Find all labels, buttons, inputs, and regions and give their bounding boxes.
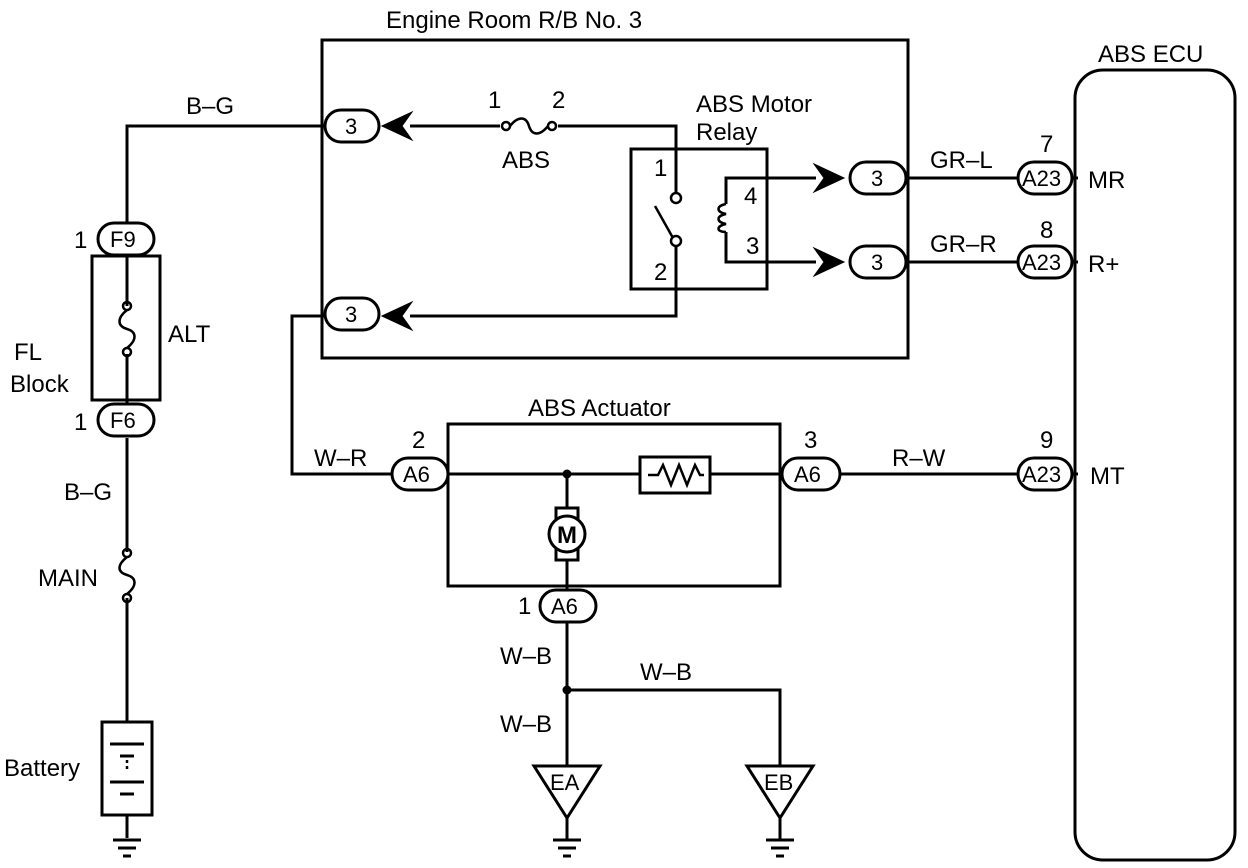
battery-label: Battery [4,755,80,782]
ecu-connector-rplus: 8 A23 R+ [1016,217,1119,280]
abs-fuse-pin2: 2 [552,87,565,114]
rb-connector-mid: 3 [323,296,414,332]
abs-fuse-pin1: 1 [488,87,501,114]
svg-text:A23: A23 [1022,250,1061,275]
a6-connector-bottom: 1 A6 [518,588,598,624]
rb-connector-top: 3 [323,108,414,144]
engine-room-rb-title: Engine Room R/B No. 3 [386,7,642,34]
main-fuse-label: MAIN [38,565,98,592]
fl-block: FL Block ALT [10,254,211,402]
f9-pin: 1 [74,227,87,254]
ecu-connector-mr: 7 A23 MR [1016,131,1125,196]
ecu-connector-mt: 9 A23 MT [1016,427,1125,492]
svg-text:3: 3 [871,250,883,275]
svg-text:3: 3 [345,302,357,327]
relay-pin4: 4 [744,183,757,210]
svg-text:3: 3 [345,114,357,139]
battery-icon: Battery [4,720,154,817]
wire-bg-top: B–G [186,93,234,120]
wire-gr-r: GR–R [930,231,997,258]
a6-connector-right: 3 A6 [780,427,842,492]
svg-text:A23: A23 [1022,462,1061,487]
wire-w-b-2: W–B [640,659,692,686]
terminal-rplus: R+ [1088,251,1119,278]
splice-actuator [562,469,572,479]
engine-room-rb-box [320,38,910,360]
abs-actuator-title: ABS Actuator [528,395,671,422]
relay-pin3: 3 [746,233,759,260]
resistor-icon [638,455,712,495]
wire-bg-lower: B–G [64,479,112,506]
abs-ecu-title: ABS ECU [1098,41,1203,68]
relay-title-line2: Relay [696,119,757,146]
motor-icon: M [547,506,587,562]
svg-text:F9: F9 [110,227,136,252]
a6-pin2: 2 [412,427,425,454]
wire-w-b-3: W–B [500,711,552,738]
svg-text:A6: A6 [403,462,430,487]
abs-actuator-box [446,422,782,588]
wires [125,124,1078,840]
svg-text:EB: EB [764,770,793,795]
svg-text:M: M [557,522,577,549]
abs-fuse: 1 2 ABS [488,87,565,174]
abs-fuse-label: ABS [502,147,550,174]
wire-w-b-1: W–B [500,643,552,670]
relay-pin2: 2 [654,259,667,286]
a6-pin1: 1 [518,593,531,620]
abs-ecu-box [1073,68,1237,862]
f6-pin: 1 [74,409,87,436]
relay-title-line1: ABS Motor [696,91,812,118]
svg-text:F6: F6 [110,408,136,433]
fl-block-label-2: Block [10,371,70,398]
wire-gr-l: GR–L [930,147,993,174]
svg-text:A6: A6 [794,462,821,487]
relay-pin1: 1 [654,155,667,182]
terminal-mr: MR [1088,167,1125,194]
svg-text:A23: A23 [1022,166,1061,191]
wire-w-r: W–R [314,445,367,472]
splice-ground [562,685,572,695]
connector-f9: 1 F9 [74,221,156,257]
ground-icon-battery [113,838,141,858]
rb-connector-relay4: 3 [812,160,908,196]
main-fuse: MAIN [38,547,136,604]
svg-text:A6: A6 [551,594,578,619]
svg-text:3: 3 [871,166,883,191]
connector-f6: 1 F6 [74,402,156,438]
terminal-mt: MT [1090,463,1125,490]
fl-block-label-1: FL [14,339,42,366]
alt-fuse-label: ALT [168,321,211,348]
ground-eb: EB [744,764,816,858]
ecu-pin8: 8 [1040,217,1053,244]
a6-connector-left: 2 A6 [390,427,450,492]
wire-r-w: R–W [892,445,946,472]
svg-text:EA: EA [550,770,580,795]
abs-motor-relay: ABS Motor Relay 1 2 4 3 [629,91,812,291]
ecu-pin9: 9 [1040,427,1053,454]
ground-ea: EA [531,764,603,858]
ecu-pin7: 7 [1040,131,1053,158]
a6-pin3: 3 [804,427,817,454]
rb-connector-relay3: 3 [812,244,908,280]
